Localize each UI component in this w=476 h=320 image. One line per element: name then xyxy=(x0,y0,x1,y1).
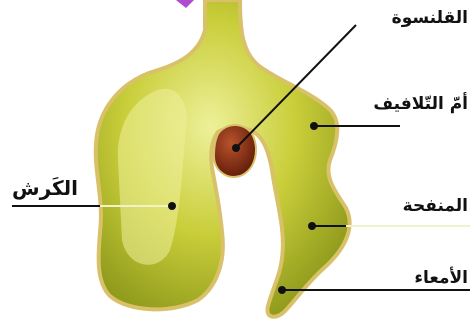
top-accent xyxy=(176,0,194,8)
label-omasum: أمّ التّلافيف xyxy=(373,96,468,113)
label-abomasum: المنفحة xyxy=(403,198,468,215)
label-intestines: الأمعاء xyxy=(414,270,468,287)
dot-qalansuwa xyxy=(232,144,240,152)
dot-kirsh xyxy=(168,202,176,210)
dot-omm xyxy=(310,122,318,130)
dot-infaha xyxy=(308,222,316,230)
label-rumen: الكَرش xyxy=(12,178,78,198)
label-reticulum: القلنسوة xyxy=(392,10,468,27)
dot-amaa xyxy=(278,286,286,294)
